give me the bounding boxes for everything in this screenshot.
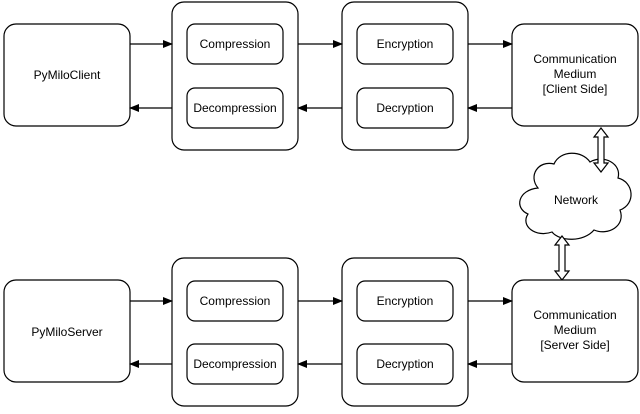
server-encryption-label: Encryption — [377, 294, 434, 308]
server-medium-line1: Communication — [533, 308, 616, 322]
server-side-row: PyMiloServer Compression Decompression E… — [3, 257, 639, 407]
client-decryption-box — [356, 87, 454, 129]
network-cloud-icon — [519, 152, 632, 240]
server-compression-box — [186, 280, 284, 322]
client-decompression-box — [186, 87, 284, 129]
server-encryption-box — [356, 280, 454, 322]
client-encryption-box — [356, 23, 454, 65]
pymilo-server-label: PyMiloServer — [31, 325, 102, 339]
client-medium-line3: [Client Side] — [543, 82, 608, 96]
server-medium-line3: [Server Side] — [540, 338, 609, 352]
server-decryption-label: Decryption — [376, 357, 433, 371]
client-compression-label: Compression — [200, 37, 271, 51]
client-medium-network-link — [592, 127, 610, 173]
client-compression-box — [186, 23, 284, 65]
client-encryption-label: Encryption — [377, 37, 434, 51]
server-decryption-box — [356, 343, 454, 385]
client-decryption-label: Decryption — [376, 101, 433, 115]
network-cloud-group: Network — [519, 152, 632, 240]
pymilo-client-label: PyMiloClient — [34, 68, 101, 82]
network-server-medium-link — [553, 235, 571, 281]
client-medium-box — [511, 23, 639, 127]
server-compression-label: Compression — [200, 294, 271, 308]
server-medium-line2: Medium — [554, 323, 597, 337]
client-decompression-label: Decompression — [193, 101, 276, 115]
pymilo-client-box — [3, 23, 131, 127]
client-medium-line1: Communication — [533, 52, 616, 66]
server-decompression-label: Decompression — [193, 357, 276, 371]
pymilo-server-box — [3, 279, 131, 383]
network-label: Network — [554, 193, 599, 207]
client-side-row: PyMiloClient Compression Decompression E… — [3, 1, 639, 151]
server-decompression-box — [186, 343, 284, 385]
server-medium-box — [511, 279, 639, 383]
client-medium-line2: Medium — [554, 67, 597, 81]
